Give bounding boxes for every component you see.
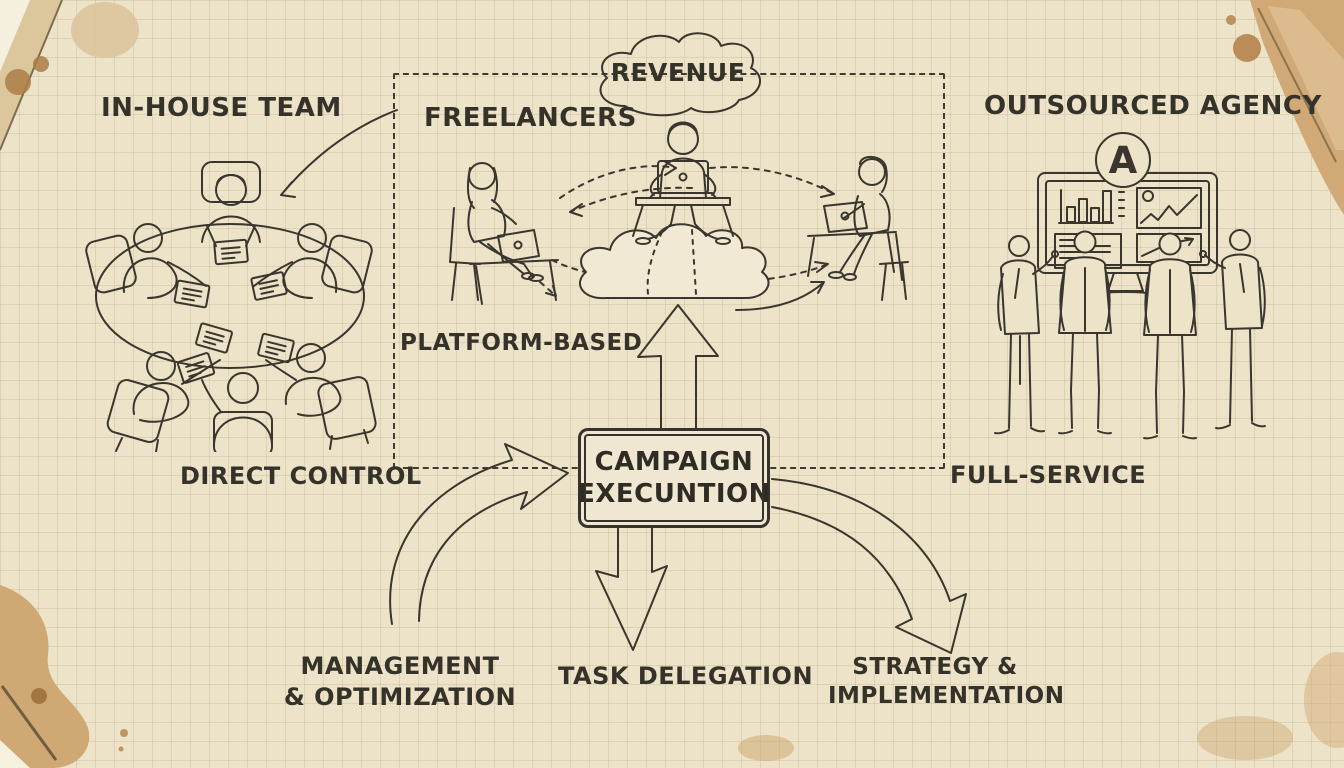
optimization-line: & OPTIMIZATION [283,683,517,711]
full-service-caption: FULL-SERVICE [950,461,1147,489]
coffee-stain [31,688,47,704]
document-icon [213,238,249,266]
trend-chart-icon [1136,233,1202,263]
document-icon [256,332,296,364]
team-member [265,343,377,450]
agency-member [994,235,1059,435]
report-text-icon [1054,233,1122,269]
document-icon [173,279,211,309]
team-member [106,351,221,452]
dashboard-monitor [1037,172,1218,296]
in-house-team-illustration [85,161,377,452]
coffee-stain [118,746,124,752]
campaign-box-line2: EXECUNTION [577,479,771,509]
platform-based-caption: PLATFORM-BASED [400,330,643,356]
management-optimization-label: MANAGEMENT & OPTIMIZATION [280,651,520,713]
strategy-implementation-label: STRATEGY & IMPLEMENTATION [828,653,1065,711]
coffee-stain [33,56,49,72]
direct-control-caption: DIRECT CONTROL [180,462,422,490]
coffee-stain [1226,15,1236,25]
team-member [201,372,273,452]
freelancers-title: FREELANCERS [424,103,637,133]
management-line: MANAGEMENT [300,652,500,680]
line-chart-icon [1136,187,1202,229]
revenue-label: REVENUE [610,58,746,87]
agency-illustration: A [994,132,1266,440]
coffee-stain [1197,716,1293,760]
coffee-stain [1304,652,1344,748]
team-member [85,223,207,299]
in-house-team-title: IN-HOUSE TEAM [101,93,342,123]
document-icon [194,322,234,354]
cloud-icon [599,32,762,117]
implementation-line: IMPLEMENTATION [828,683,1065,709]
agency-member [1199,229,1266,430]
agency-badge: A [1095,132,1151,188]
coffee-stain [738,735,794,761]
document-icon [176,351,216,385]
coffee-stain [5,69,31,95]
badge-letter: A [1109,139,1138,182]
torn-corner-bottom-left [0,585,128,768]
agency-member [1143,232,1197,440]
coffee-stain [71,2,139,58]
coffee-stain [1233,34,1261,62]
round-table [95,223,365,369]
coffee-stain [120,729,128,737]
campaign-execution-box: CAMPAIGN EXECUNTION [577,428,771,528]
arrow-down-task-delegation [595,523,668,651]
torn-corner-top-left [0,0,139,151]
strategy-line: STRATEGY & [852,654,1018,680]
revenue-cloud: REVENUE [583,26,773,124]
document-icon [250,270,288,302]
team-member [201,161,261,247]
agency-member [1058,230,1112,435]
bar-chart-icon [1058,189,1125,224]
arrow-freelancers-to-inhouse [280,109,398,198]
task-delegation-label: TASK DELEGATION [558,662,814,690]
campaign-box-line1: CAMPAIGN [594,447,754,477]
arrow-curved-strategy [771,478,967,654]
team-member [253,223,373,299]
outsourced-agency-title: OUTSOURCED AGENCY [984,91,1322,121]
